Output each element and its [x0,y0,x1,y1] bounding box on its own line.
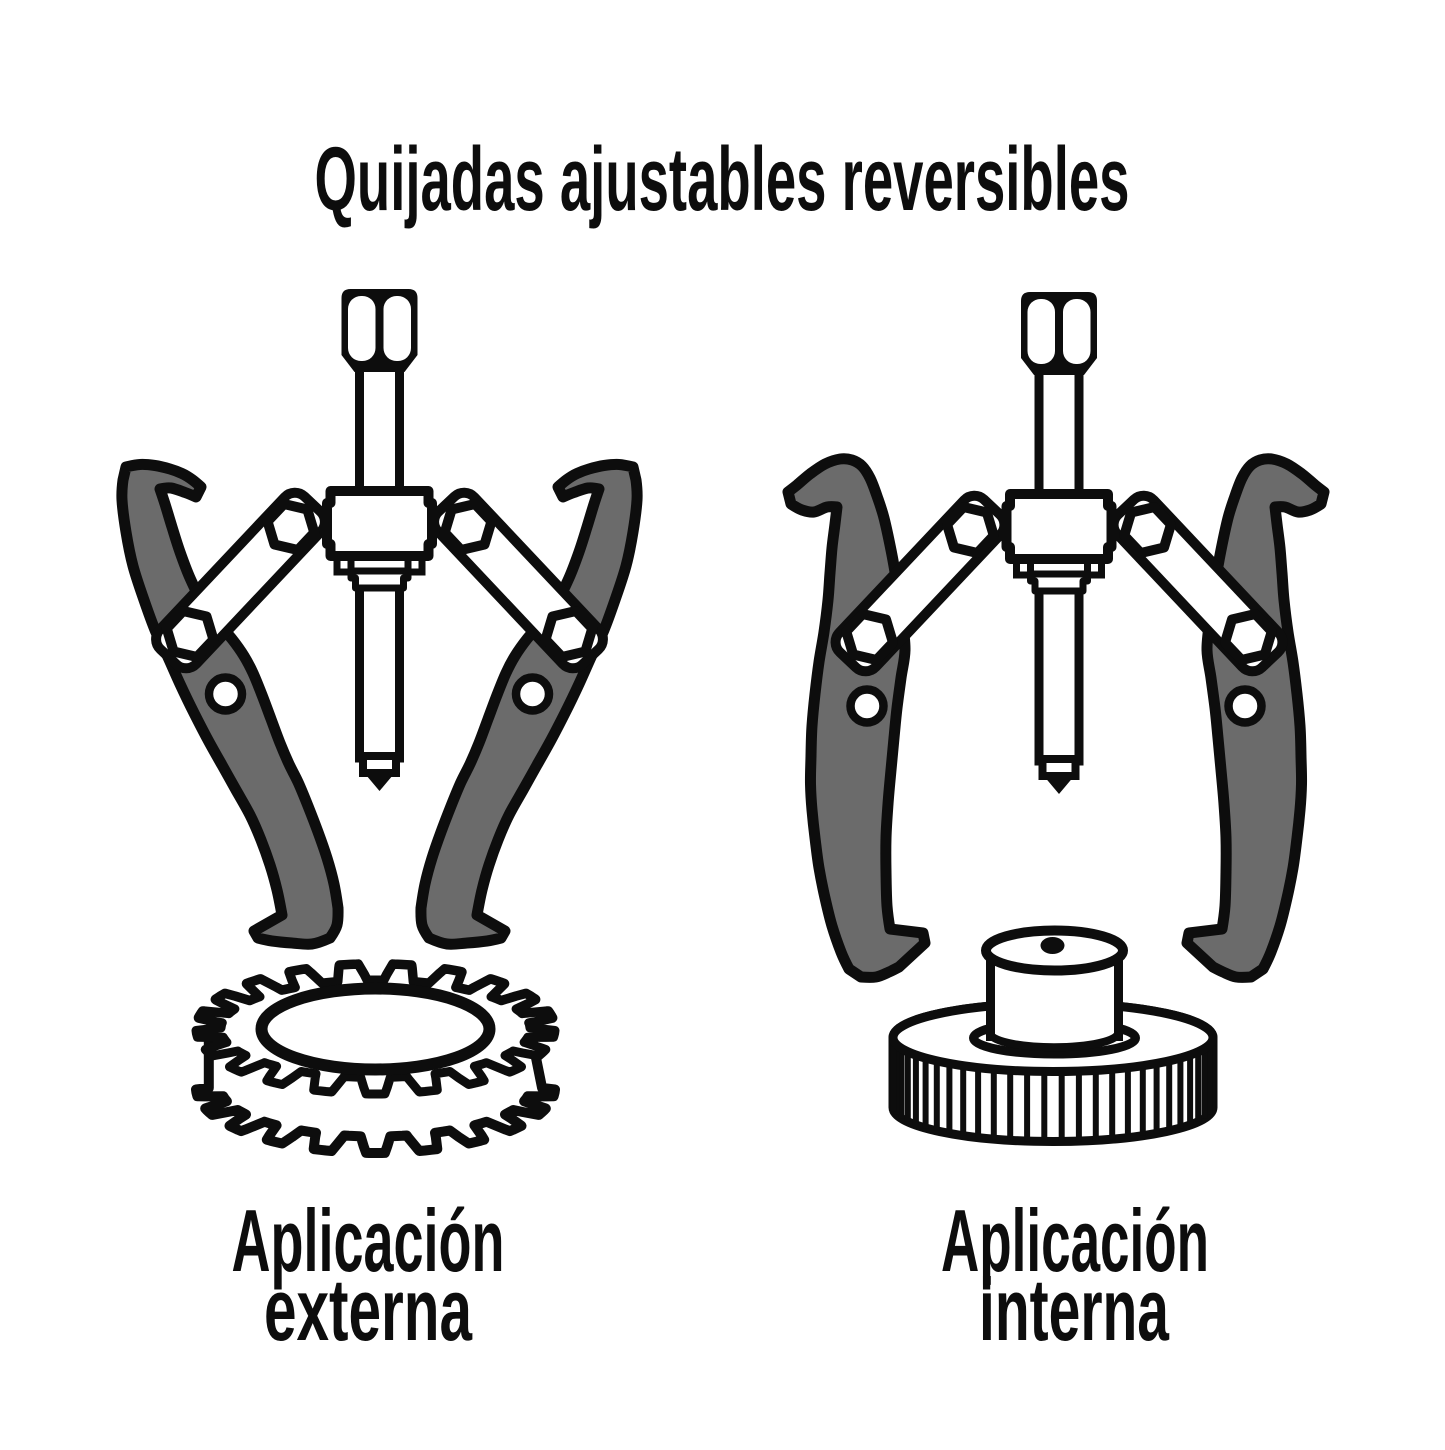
svg-text:externa: externa [264,1260,473,1359]
svg-text:Quijadas ajustables reversible: Quijadas ajustables reversibles [315,130,1130,230]
svg-text:Aplicación: Aplicación [941,1191,1209,1290]
svg-text:interna: interna [979,1260,1170,1359]
svg-text:Aplicación: Aplicación [232,1191,505,1290]
